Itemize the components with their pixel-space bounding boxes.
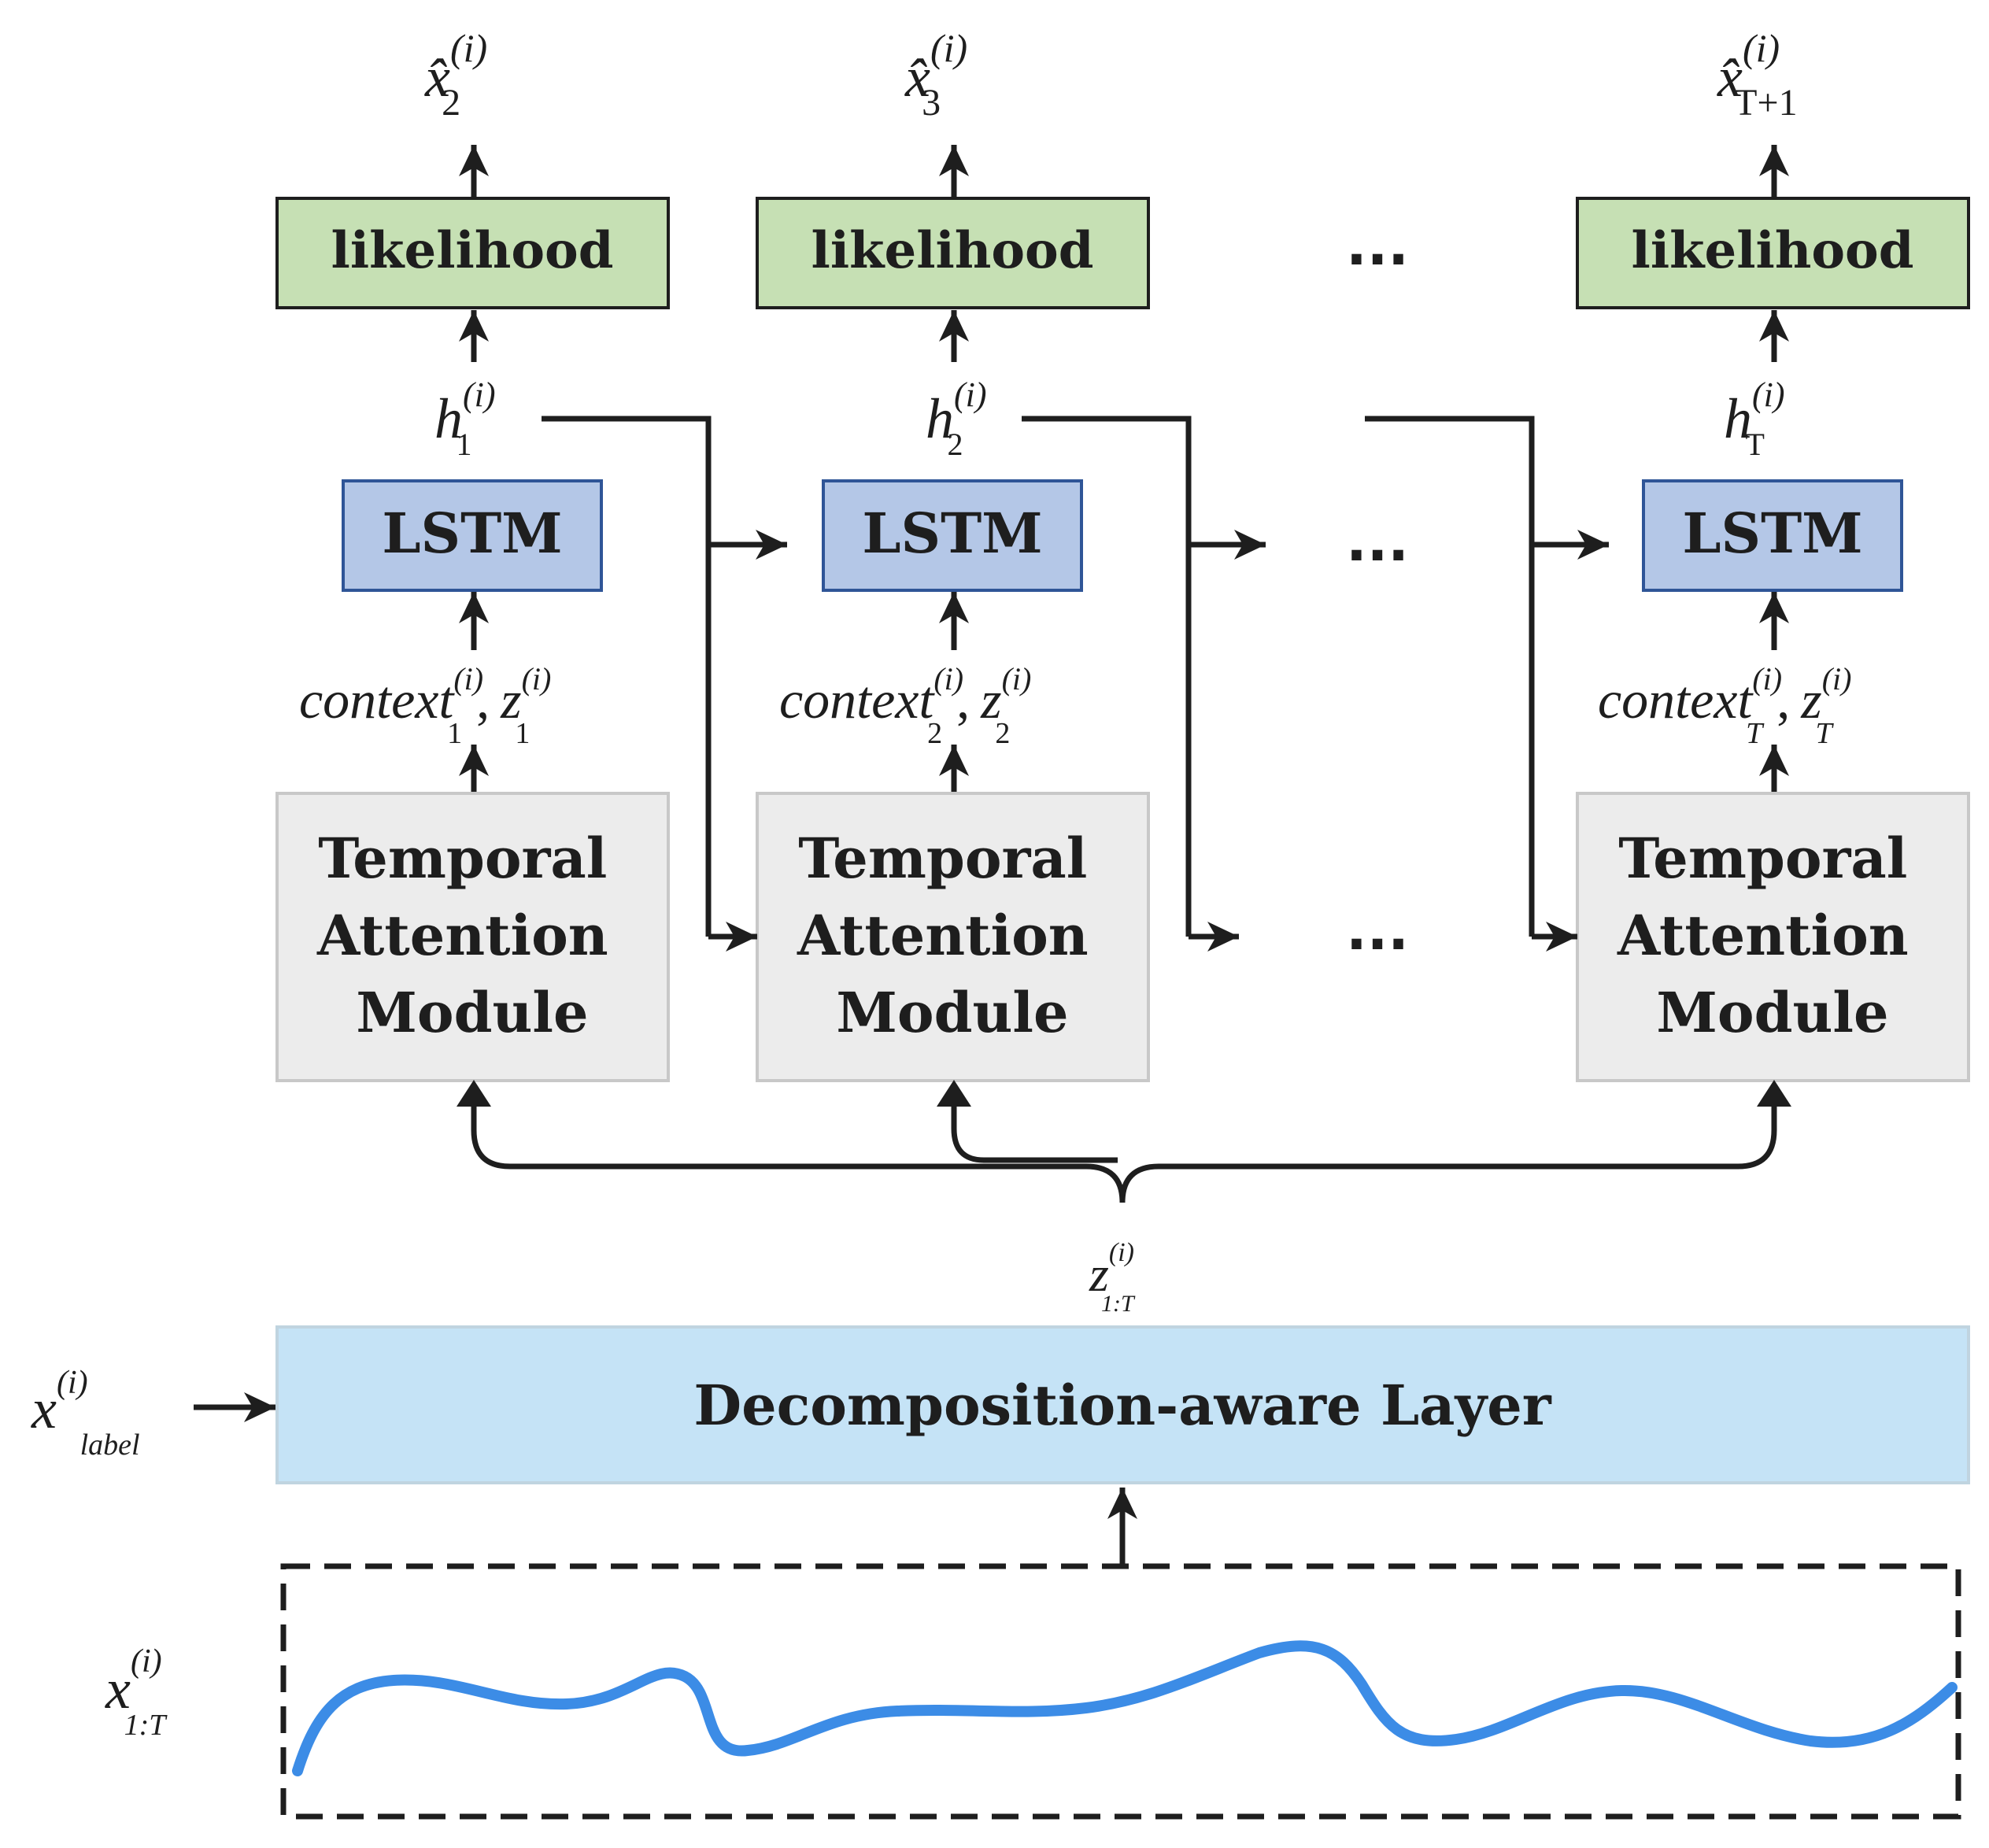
brace-left-branch bbox=[471, 1085, 1126, 1203]
lstm-label-T: LSTM bbox=[1682, 501, 1862, 566]
brace-right-branch bbox=[1119, 1085, 1777, 1203]
hidden-state-label-2: h(i)2 bbox=[926, 375, 987, 462]
output-label-2: x̂(i)3 bbox=[904, 26, 967, 124]
timestep-T-column: x̂(i)T+1 likelihood h(i)T LSTM context(i… bbox=[1576, 26, 1970, 1082]
tam-label-T: Temporal Attention Module bbox=[1617, 826, 1928, 1045]
ellipsis-likelihood-row: ... bbox=[1346, 213, 1409, 278]
hT-minus-1-line bbox=[1365, 416, 1535, 937]
lstm-box-2 bbox=[822, 479, 1083, 592]
ellipsis-attention-row: ... bbox=[1346, 898, 1409, 963]
arrowhead-to-tam-1 bbox=[457, 1080, 491, 1107]
ellipsis-lstm-row: ... bbox=[1346, 509, 1409, 574]
latent-label: z(i)1:T bbox=[1089, 1238, 1136, 1317]
lstm-label-2: LSTM bbox=[862, 501, 1042, 566]
decomposition-label: Decomposition-aware Layer bbox=[693, 1373, 1551, 1438]
input-series-curve bbox=[292, 1640, 1958, 1776]
likelihood-box-1 bbox=[275, 197, 670, 309]
decomposition-aware-layer bbox=[275, 1325, 1970, 1484]
tam-label-2: Temporal Attention Module bbox=[797, 826, 1107, 1045]
hidden-state-label-1: h(i)1 bbox=[434, 375, 496, 462]
likelihood-box-T bbox=[1576, 197, 1970, 309]
brace-middle-branch bbox=[951, 1085, 1118, 1163]
label-input-label: x(i)label bbox=[31, 1365, 140, 1462]
latent-brace bbox=[457, 1080, 1791, 1203]
recurrent-connections bbox=[542, 416, 1609, 952]
context-label-1: context(i)1,z(i)1 bbox=[299, 661, 551, 750]
likelihood-label-1: likelihood bbox=[331, 221, 614, 280]
arrowhead-to-tam-T bbox=[1757, 1080, 1791, 1107]
temporal-attention-module-1 bbox=[275, 792, 670, 1082]
lstm-box-1 bbox=[342, 479, 603, 592]
h2-line bbox=[1022, 416, 1192, 937]
input-series-box bbox=[280, 1563, 1961, 1820]
context-label-2: context(i)2,z(i)2 bbox=[779, 661, 1031, 750]
arrowhead-to-tam-2 bbox=[937, 1080, 971, 1107]
series-input-label: x(i)1:T bbox=[105, 1643, 168, 1742]
hidden-state-label-T: h(i)T bbox=[1724, 375, 1785, 462]
output-label-1: x̂(i)2 bbox=[424, 26, 487, 124]
temporal-attention-module-2 bbox=[756, 792, 1150, 1082]
lstm-box-T bbox=[1642, 479, 1903, 592]
likelihood-box-2 bbox=[756, 197, 1150, 309]
timestep-2-column: x̂(i)3 likelihood h(i)2 LSTM context(i)2… bbox=[756, 26, 1150, 1082]
likelihood-label-2: likelihood bbox=[811, 221, 1094, 280]
output-label-T: x̂(i)T+1 bbox=[1717, 26, 1798, 124]
lstm-label-1: LSTM bbox=[382, 501, 562, 566]
likelihood-label-T: likelihood bbox=[1632, 221, 1914, 280]
context-label-T: context(i)T,z(i)T bbox=[1598, 661, 1851, 750]
temporal-attention-module-T bbox=[1576, 792, 1970, 1082]
h1-line bbox=[542, 416, 712, 937]
tam-label-1: Temporal Attention Module bbox=[316, 826, 627, 1045]
timestep-1-column: x̂(i)2 likelihood h(i)1 LSTM context(i)1… bbox=[275, 26, 670, 1082]
